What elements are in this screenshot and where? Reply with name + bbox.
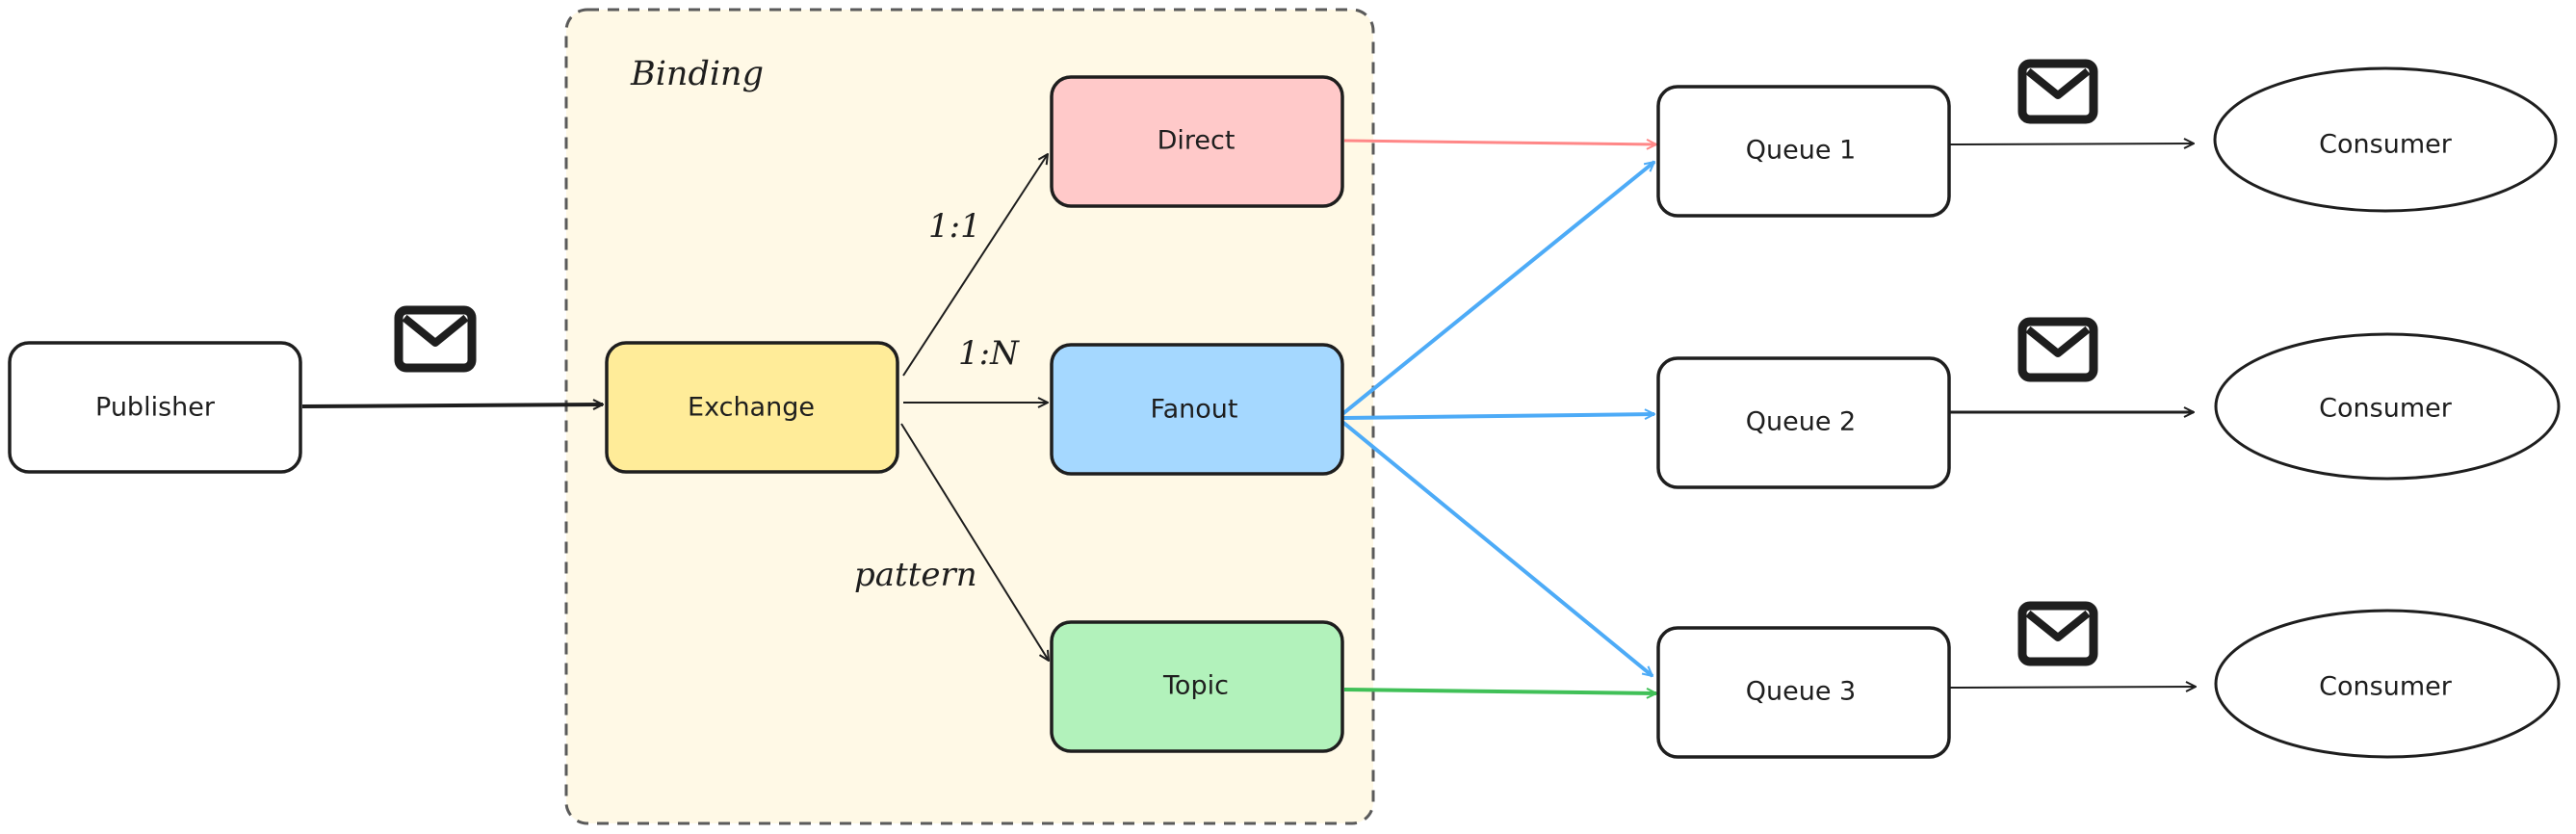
edge-exchange-topic (900, 423, 1049, 661)
topic-box (1050, 620, 1344, 753)
queue-1-box (1656, 85, 1951, 218)
publisher-node[interactable]: Publisher (8, 341, 302, 474)
consumer-3-label: Consumer (2319, 672, 2453, 702)
binding-group-label: Binding (630, 55, 764, 93)
edge-queue3-consumer3 (1948, 687, 2196, 688)
envelope-icon (2017, 59, 2098, 124)
publisher-box (8, 341, 302, 474)
queue-2-node[interactable]: Queue 2 (1656, 356, 1951, 489)
topic-label: Topic (1162, 671, 1229, 701)
direct-label: Direct (1158, 126, 1236, 156)
queue-3-box (1656, 626, 1951, 759)
consumer-2-ellipse (2214, 332, 2561, 481)
exchange-label: Exchange (688, 393, 815, 423)
consumer-1-label: Consumer (2319, 130, 2453, 160)
envelope-icon (394, 305, 477, 373)
edge-queue1-consumer1 (1948, 143, 2194, 144)
fanout-box (1050, 343, 1344, 476)
consumer-3-ellipse (2214, 609, 2561, 759)
publisher-label: Publisher (95, 393, 216, 423)
edge-fanout-queue1 (1340, 160, 1654, 416)
consumer-2-node[interactable]: Consumer (2214, 332, 2561, 481)
edge-publisher-exchange (301, 404, 603, 406)
direct-box (1050, 75, 1344, 208)
consumer-3-node[interactable]: Consumer (2214, 609, 2561, 759)
edge-fanout-queue2 (1341, 414, 1654, 418)
queue-2-label: Queue 2 (1746, 407, 1856, 437)
consumer-2-label: Consumer (2319, 394, 2453, 424)
envelope-icon (2017, 601, 2098, 666)
consumer-1-ellipse (2213, 66, 2558, 213)
fanout-exchange-node[interactable]: Fanout (1050, 343, 1344, 476)
edge-label-topic: pattern (854, 556, 977, 594)
edge-topic-queue3 (1343, 690, 1656, 693)
queue-3-node[interactable]: Queue 3 (1656, 626, 1951, 759)
edge-fanout-queue3 (1340, 420, 1652, 678)
direct-exchange-node[interactable]: Direct (1050, 75, 1344, 208)
queue-2-box (1656, 356, 1951, 489)
exchange-node[interactable]: Exchange (605, 341, 899, 474)
queue-1-label: Queue 1 (1746, 136, 1856, 166)
consumer-1-node[interactable]: Consumer (2213, 66, 2558, 213)
queue-1-node[interactable]: Queue 1 (1656, 85, 1951, 218)
edge-publisher-exchange-line (301, 404, 603, 406)
envelope-icon (2017, 317, 2098, 382)
edge-label-direct: 1:1 (928, 207, 981, 246)
fanout-label: Fanout (1151, 395, 1238, 425)
queue-3-label: Queue 3 (1746, 677, 1856, 707)
topic-exchange-node[interactable]: Topic (1050, 620, 1344, 753)
edge-direct-queue1 (1343, 141, 1656, 144)
exchange-box (605, 341, 899, 474)
edge-label-fanout: 1:N (958, 334, 1020, 373)
edge-exchange-direct (902, 154, 1048, 377)
